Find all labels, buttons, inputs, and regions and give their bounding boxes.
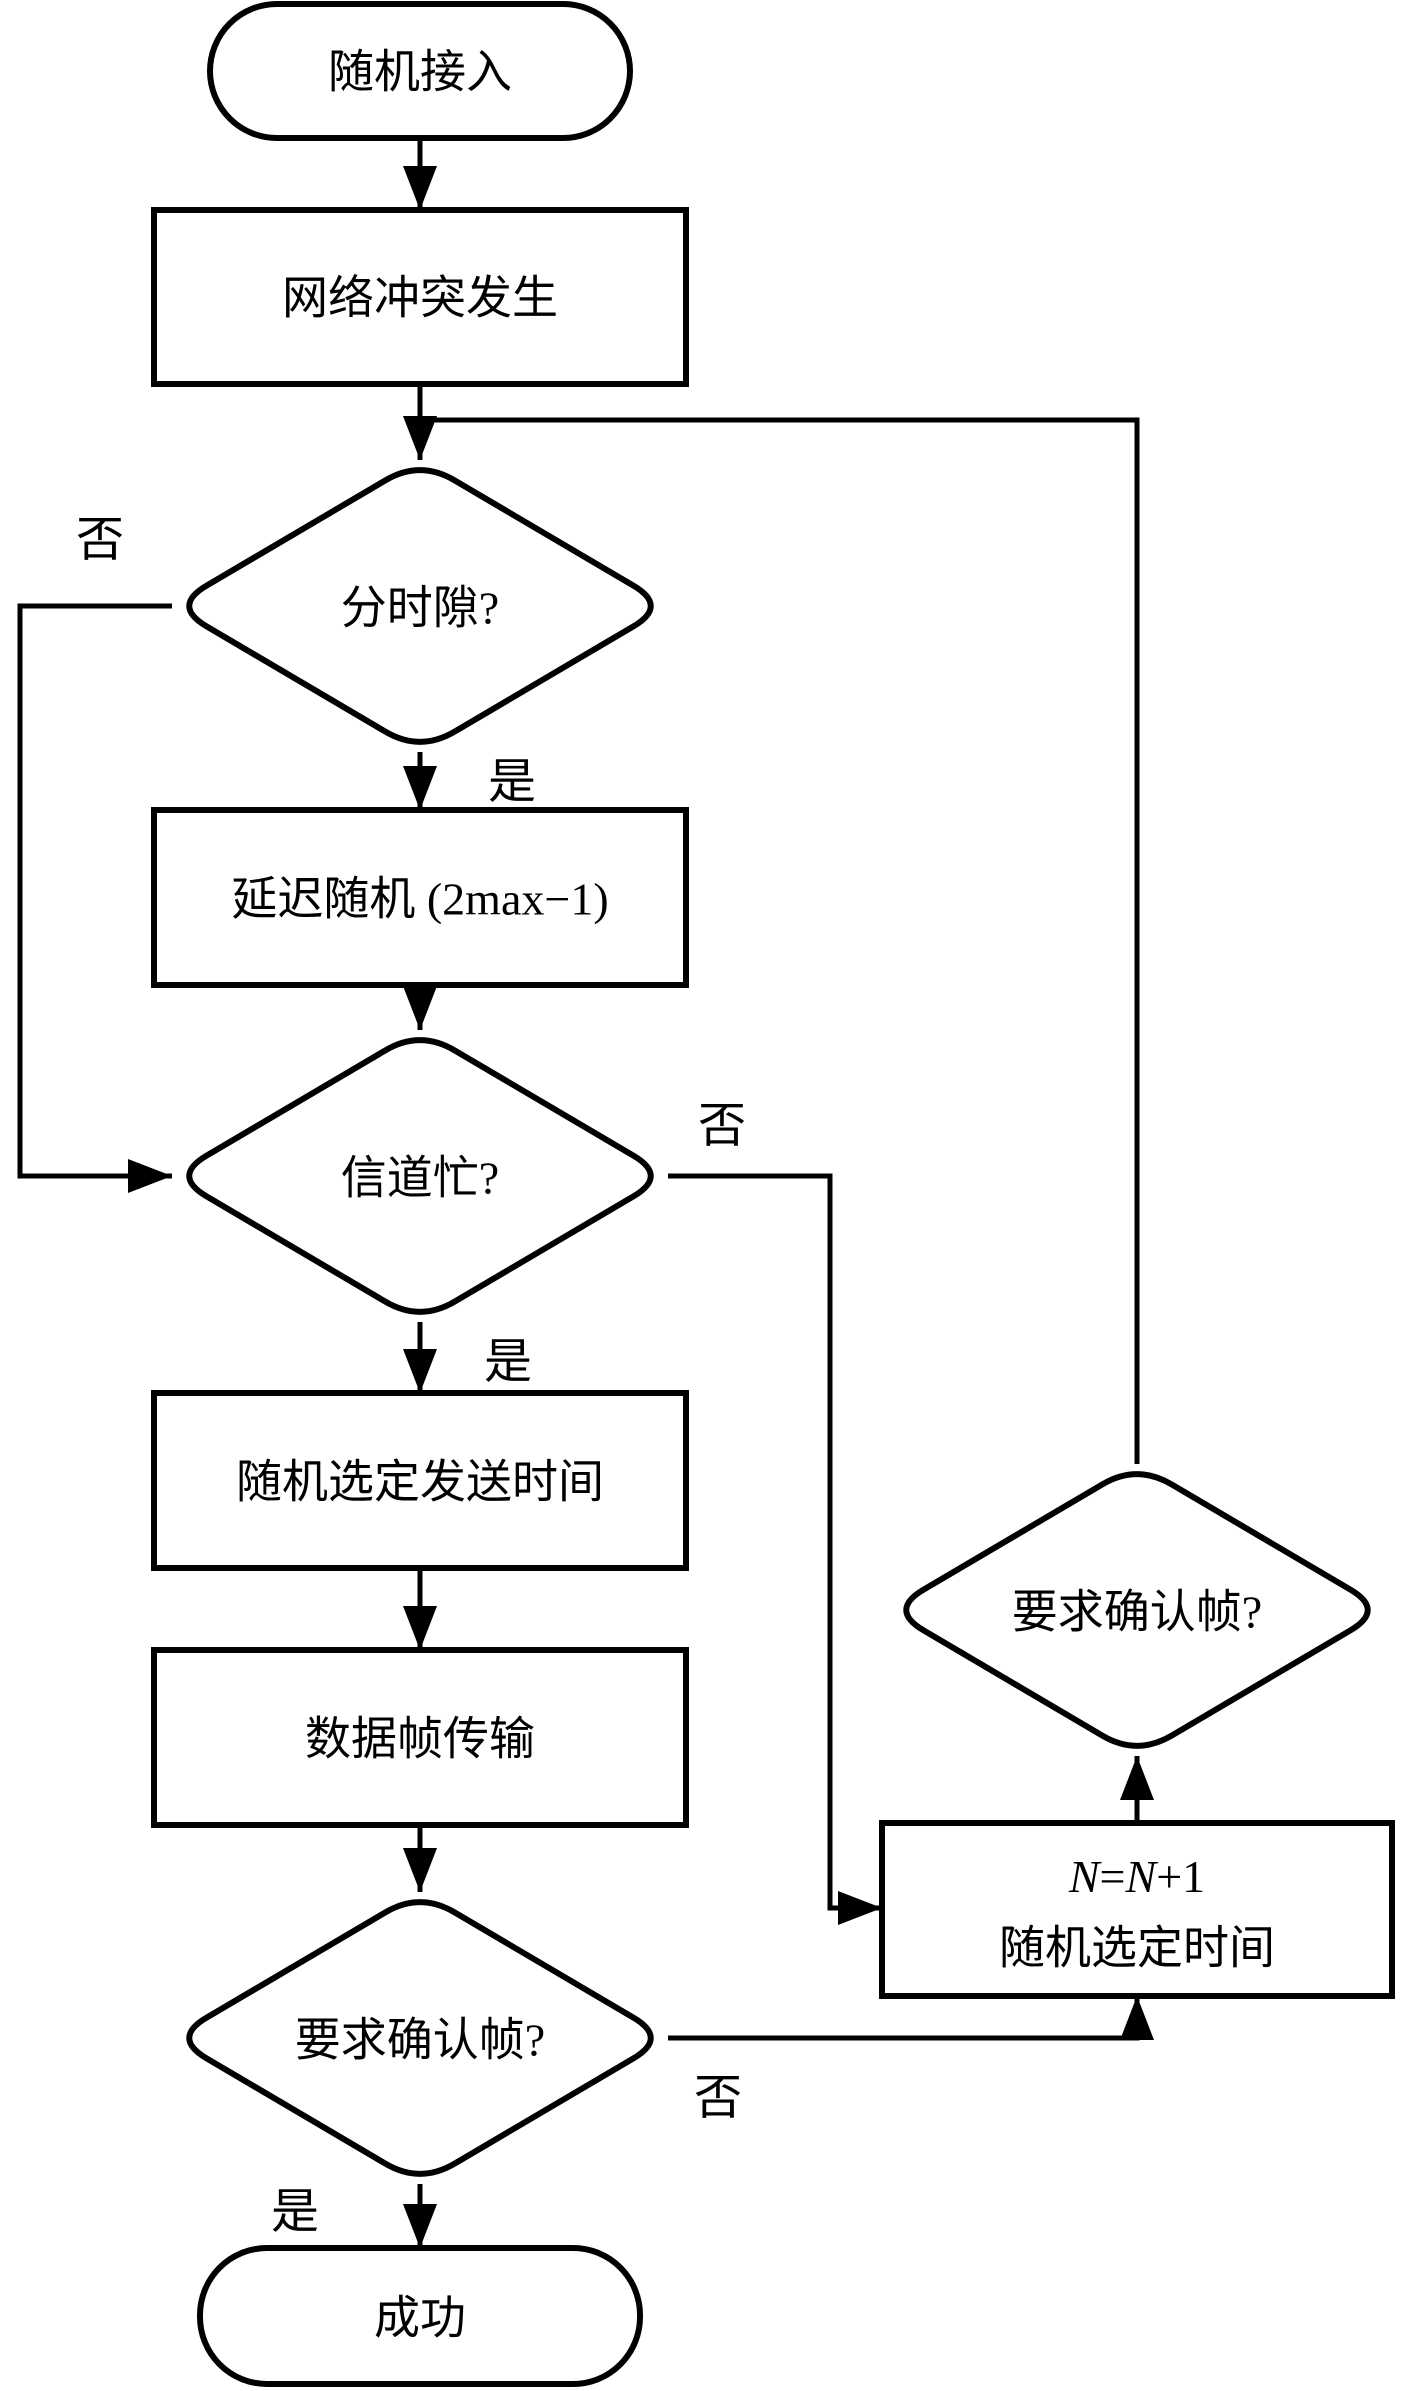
node-channel-busy-decision: 信道忙? (186, 1037, 654, 1315)
slotted-label: 分时隙? (341, 583, 499, 634)
retry-line2: 随机选定时间 (999, 1923, 1275, 1974)
ack-right-label: 要求确认帧? (1012, 1587, 1262, 1638)
collision-process-shape (151, 207, 689, 387)
pick-send-time-process-shape (151, 1390, 689, 1571)
node-data-frame-tx: 数据帧传输 (151, 1647, 689, 1828)
collision-label: 网络冲突发生 (282, 273, 558, 324)
retry-line1: N=N+1 (1068, 1851, 1205, 1902)
edge-ack-right-feedback (420, 417, 1140, 1464)
edge-slotted-no-loop (17, 603, 172, 1193)
node-ack-right-decision: 要求确认帧? (903, 1471, 1371, 1749)
data-frame-tx-label: 数据帧传输 (305, 1714, 535, 1765)
ack-left-diamond-shape (186, 1899, 654, 2177)
data-frame-tx-process-shape (151, 1647, 689, 1828)
ack-right-diamond-shape (903, 1471, 1371, 1749)
node-pick-send-time: 随机选定发送时间 (151, 1390, 689, 1571)
retry-n1: N (1068, 1851, 1102, 1902)
label-slotted-no: 否 (76, 514, 124, 567)
retry-eq: = (1100, 1851, 1126, 1902)
node-ack-left-decision: 要求确认帧? (186, 1899, 654, 2177)
node-slotted-decision: 分时隙? (186, 467, 654, 745)
success-label: 成功 (374, 2293, 466, 2344)
node-success: 成功 (197, 2245, 643, 2387)
connectors (17, 138, 1154, 2248)
label-ack-left-no: 否 (694, 2072, 742, 2125)
retry-n2: N (1125, 1851, 1159, 1902)
label-ack-left-yes: 是 (271, 2186, 319, 2239)
node-collision: 网络冲突发生 (151, 207, 689, 387)
start-label: 随机接入 (328, 47, 512, 98)
node-delay: 延迟随机 (2max−1) (151, 807, 689, 988)
branch-labels: 否 是 否 是 否 是 (76, 514, 746, 2239)
pick-send-time-label: 随机选定发送时间 (236, 1457, 604, 1508)
edge-busy-no (668, 1173, 882, 1925)
success-terminator-shape (197, 2245, 643, 2387)
channel-busy-diamond-shape (186, 1037, 654, 1315)
label-channel-busy-no: 否 (698, 1100, 746, 1153)
start-terminator-shape (207, 1, 633, 141)
channel-busy-label: 信道忙? (341, 1153, 499, 1204)
edge-ack-left-no (668, 1996, 1154, 2041)
retry-process-shape (879, 1820, 1395, 1999)
delay-label: 延迟随机 (2max−1) (231, 874, 608, 925)
slotted-diamond-shape (186, 467, 654, 745)
delay-process-shape (151, 807, 689, 988)
label-slotted-yes: 是 (488, 756, 536, 809)
ack-left-label: 要求确认帧? (295, 2015, 545, 2066)
retry-plus: +1 (1156, 1851, 1205, 1902)
node-start: 随机接入 (207, 1, 633, 141)
node-retry: N=N+1 随机选定时间 (879, 1820, 1395, 1999)
label-channel-busy-yes: 是 (484, 1336, 532, 1389)
